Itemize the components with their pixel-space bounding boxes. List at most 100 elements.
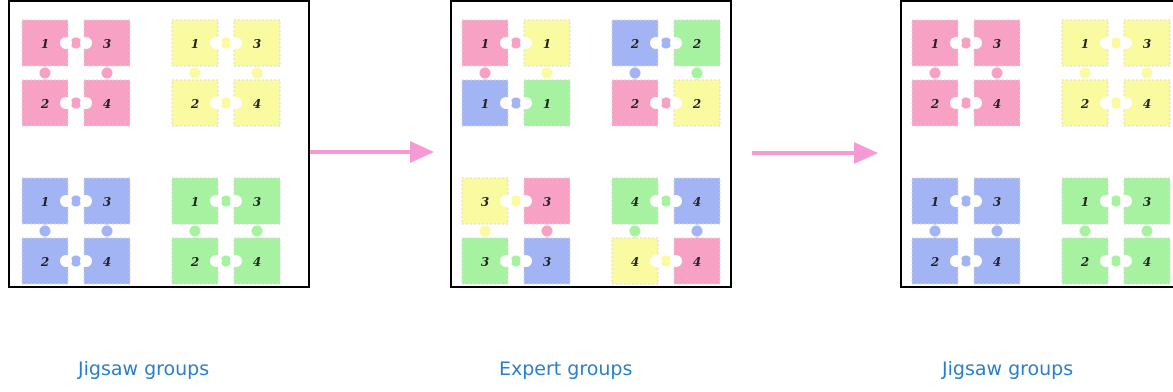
- connector-knob: [1140, 66, 1154, 80]
- piece-notch: [60, 255, 72, 267]
- piece-label: 1: [191, 195, 199, 209]
- piece-notch: [520, 37, 532, 49]
- connector-knob: [690, 224, 704, 238]
- piece-notch: [80, 255, 92, 267]
- piece-label: 3: [103, 37, 111, 51]
- piece-label: 3: [543, 255, 551, 269]
- piece-notch: [500, 97, 512, 109]
- piece-label: 1: [481, 97, 489, 111]
- piece-label: 3: [993, 37, 1001, 51]
- piece-notch: [230, 37, 242, 49]
- connector-knob: [250, 224, 264, 238]
- connector-knob: [188, 224, 202, 238]
- piece-notch: [80, 37, 92, 49]
- connector-knob: [38, 66, 52, 80]
- piece-notch: [230, 195, 242, 207]
- piece-notch: [60, 97, 72, 109]
- piece-notch: [60, 37, 72, 49]
- piece-label: 2: [692, 37, 701, 51]
- piece-notch: [80, 195, 92, 207]
- piece-notch: [210, 37, 222, 49]
- piece-notch: [950, 97, 962, 109]
- piece-label: 2: [190, 97, 199, 111]
- piece-label: 3: [481, 195, 489, 209]
- piece-notch: [1100, 195, 1112, 207]
- piece-label: 2: [630, 97, 639, 111]
- piece-label: 2: [630, 37, 639, 51]
- piece-label: 4: [1143, 255, 1151, 269]
- piece-label: 2: [930, 97, 939, 111]
- piece-notch: [1100, 37, 1112, 49]
- piece-label: 3: [1143, 37, 1151, 51]
- piece-notch: [670, 195, 682, 207]
- piece-notch: [970, 37, 982, 49]
- connector-knob: [540, 224, 554, 238]
- piece-notch: [520, 255, 532, 267]
- puzzle-group: 3 3 3 3: [461, 177, 571, 285]
- puzzle-group: 1 1 1 1: [461, 19, 571, 127]
- piece-label: 3: [993, 195, 1001, 209]
- piece-label: 1: [931, 37, 939, 51]
- piece-notch: [500, 255, 512, 267]
- piece-notch: [670, 255, 682, 267]
- piece-label: 4: [693, 255, 701, 269]
- piece-label: 1: [481, 37, 489, 51]
- piece-label: 2: [930, 255, 939, 269]
- piece-label: 2: [40, 255, 49, 269]
- piece-notch: [970, 97, 982, 109]
- piece-label: 1: [543, 97, 551, 111]
- piece-label: 4: [631, 255, 639, 269]
- piece-label: 2: [1080, 255, 1089, 269]
- caption-jigsaw-groups-initial: Jigsaw groups: [78, 358, 210, 380]
- piece-notch: [950, 255, 962, 267]
- piece-label: 4: [693, 195, 701, 209]
- connector-knob: [250, 66, 264, 80]
- panel-frame-expert: [450, 0, 732, 288]
- transition-arrow-2: [752, 142, 878, 164]
- piece-notch: [950, 195, 962, 207]
- piece-label: 2: [190, 255, 199, 269]
- piece-notch: [230, 97, 242, 109]
- piece-label: 1: [543, 37, 551, 51]
- connector-knob: [1140, 224, 1154, 238]
- piece-notch: [1100, 255, 1112, 267]
- connector-knob: [690, 66, 704, 80]
- puzzle-piece: [1061, 79, 1109, 127]
- piece-label: 4: [1143, 97, 1151, 111]
- piece-label: 3: [253, 195, 261, 209]
- connector-knob: [478, 66, 492, 80]
- piece-label: 3: [481, 255, 489, 269]
- caption-jigsaw-groups-return: Jigsaw groups: [942, 358, 1074, 380]
- piece-notch: [500, 37, 512, 49]
- piece-notch: [520, 97, 532, 109]
- connector-knob: [628, 66, 642, 80]
- piece-label: 4: [993, 255, 1001, 269]
- piece-notch: [970, 195, 982, 207]
- piece-notch: [970, 255, 982, 267]
- piece-notch: [670, 97, 682, 109]
- piece-notch: [950, 37, 962, 49]
- piece-notch: [210, 97, 222, 109]
- connector-knob: [928, 224, 942, 238]
- piece-notch: [210, 195, 222, 207]
- connector-knob: [1078, 66, 1092, 80]
- piece-label: 1: [1081, 195, 1089, 209]
- connector-knob: [188, 66, 202, 80]
- connector-knob: [628, 224, 642, 238]
- connector-knob: [478, 224, 492, 238]
- piece-label: 3: [543, 195, 551, 209]
- puzzle-piece: [1123, 237, 1171, 285]
- piece-label: 2: [1080, 97, 1089, 111]
- piece-notch: [650, 255, 662, 267]
- piece-notch: [1120, 37, 1132, 49]
- piece-notch: [650, 97, 662, 109]
- piece-notch: [650, 37, 662, 49]
